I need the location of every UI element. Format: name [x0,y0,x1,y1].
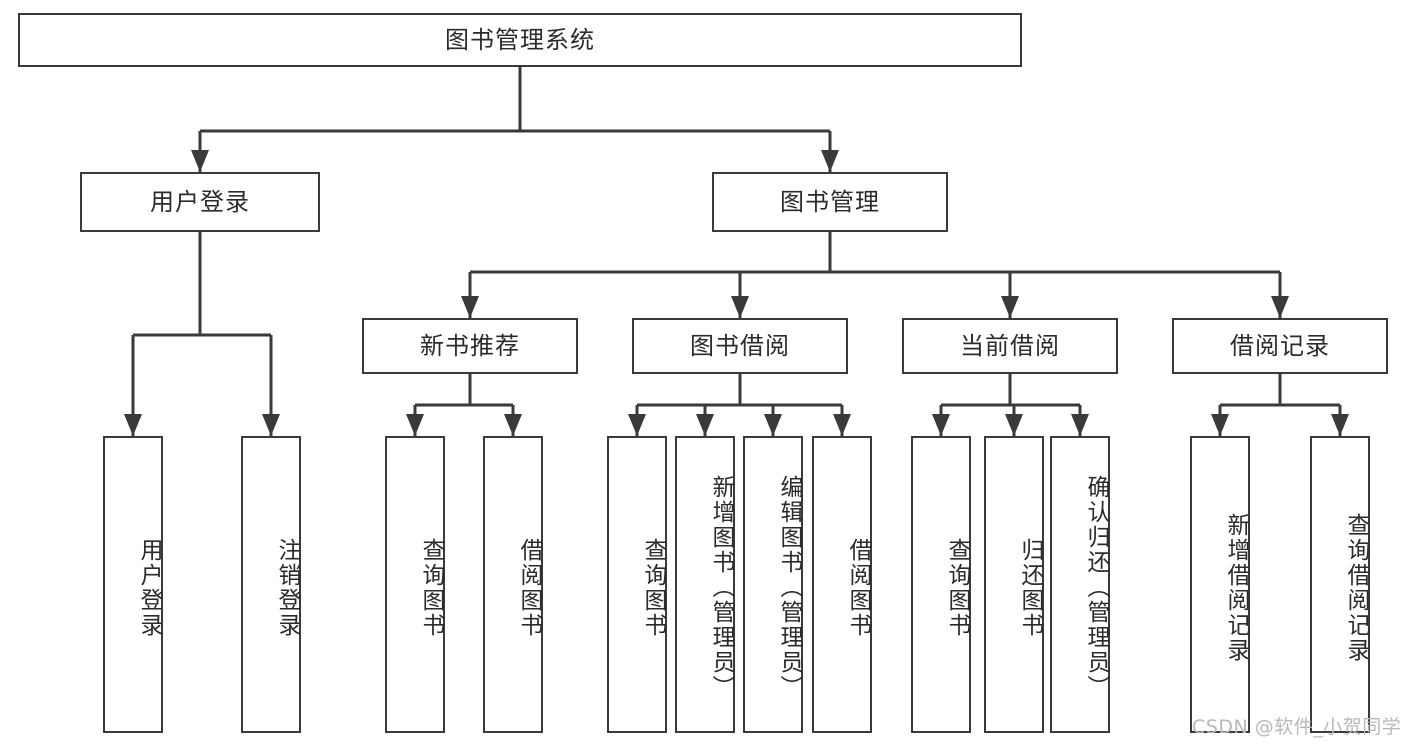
node-leaf-query-book-1[interactable]: 查询图书 [385,436,445,733]
node-label: 注销登录 [274,537,300,638]
node-leaf-borrow-book-1[interactable]: 借阅图书 [483,436,543,733]
node-label: 归还图书 [1017,537,1043,638]
node-label: 图书管理系统 [445,25,595,54]
node-label: 编辑图书（管理员） [776,475,802,700]
node-label: 借阅图书 [516,537,542,638]
node-label: 当前借阅 [960,331,1060,360]
node-label: 查询借阅记录 [1343,512,1369,663]
node-leaf-query-book-3[interactable]: 查询图书 [911,436,971,733]
node-label: 借阅记录 [1230,331,1330,360]
node-label: 用户登录 [150,187,250,216]
node-leaf-confirm-return[interactable]: 确认归还（管理员） [1050,436,1110,733]
node-label: 新增借阅记录 [1223,512,1249,663]
node-borrow-records[interactable]: 借阅记录 [1172,318,1388,374]
node-leaf-borrow-book-2[interactable]: 借阅图书 [812,436,872,733]
node-leaf-edit-book[interactable]: 编辑图书（管理员） [743,436,803,733]
node-new-book-recommend[interactable]: 新书推荐 [362,318,578,374]
node-leaf-query-record[interactable]: 查询借阅记录 [1310,436,1370,733]
node-label: 查询图书 [640,537,666,638]
node-leaf-user-login[interactable]: 用户登录 [103,436,163,733]
node-label: 新书推荐 [420,331,520,360]
node-label: 确认归还（管理员） [1083,475,1109,700]
node-label: 查询图书 [944,537,970,638]
node-leaf-return-book[interactable]: 归还图书 [984,436,1044,733]
node-label: 查询图书 [418,537,444,638]
node-leaf-add-book[interactable]: 新增图书（管理员） [675,436,735,733]
node-label: 图书管理 [780,187,880,216]
node-label: 图书借阅 [690,331,790,360]
node-root-book-management-system[interactable]: 图书管理系统 [18,13,1022,67]
node-label: 新增图书（管理员） [708,475,734,700]
node-user-login[interactable]: 用户登录 [80,172,320,232]
node-leaf-query-book-2[interactable]: 查询图书 [607,436,667,733]
node-book-borrow[interactable]: 图书借阅 [632,318,848,374]
node-leaf-add-record[interactable]: 新增借阅记录 [1190,436,1250,733]
csdn-watermark: CSDN @软件_小贺同学 [1192,716,1402,738]
node-label: 用户登录 [136,537,162,638]
node-current-borrow[interactable]: 当前借阅 [902,318,1118,374]
node-leaf-logout[interactable]: 注销登录 [241,436,301,733]
node-label: 借阅图书 [845,537,871,638]
node-book-management[interactable]: 图书管理 [712,172,948,232]
